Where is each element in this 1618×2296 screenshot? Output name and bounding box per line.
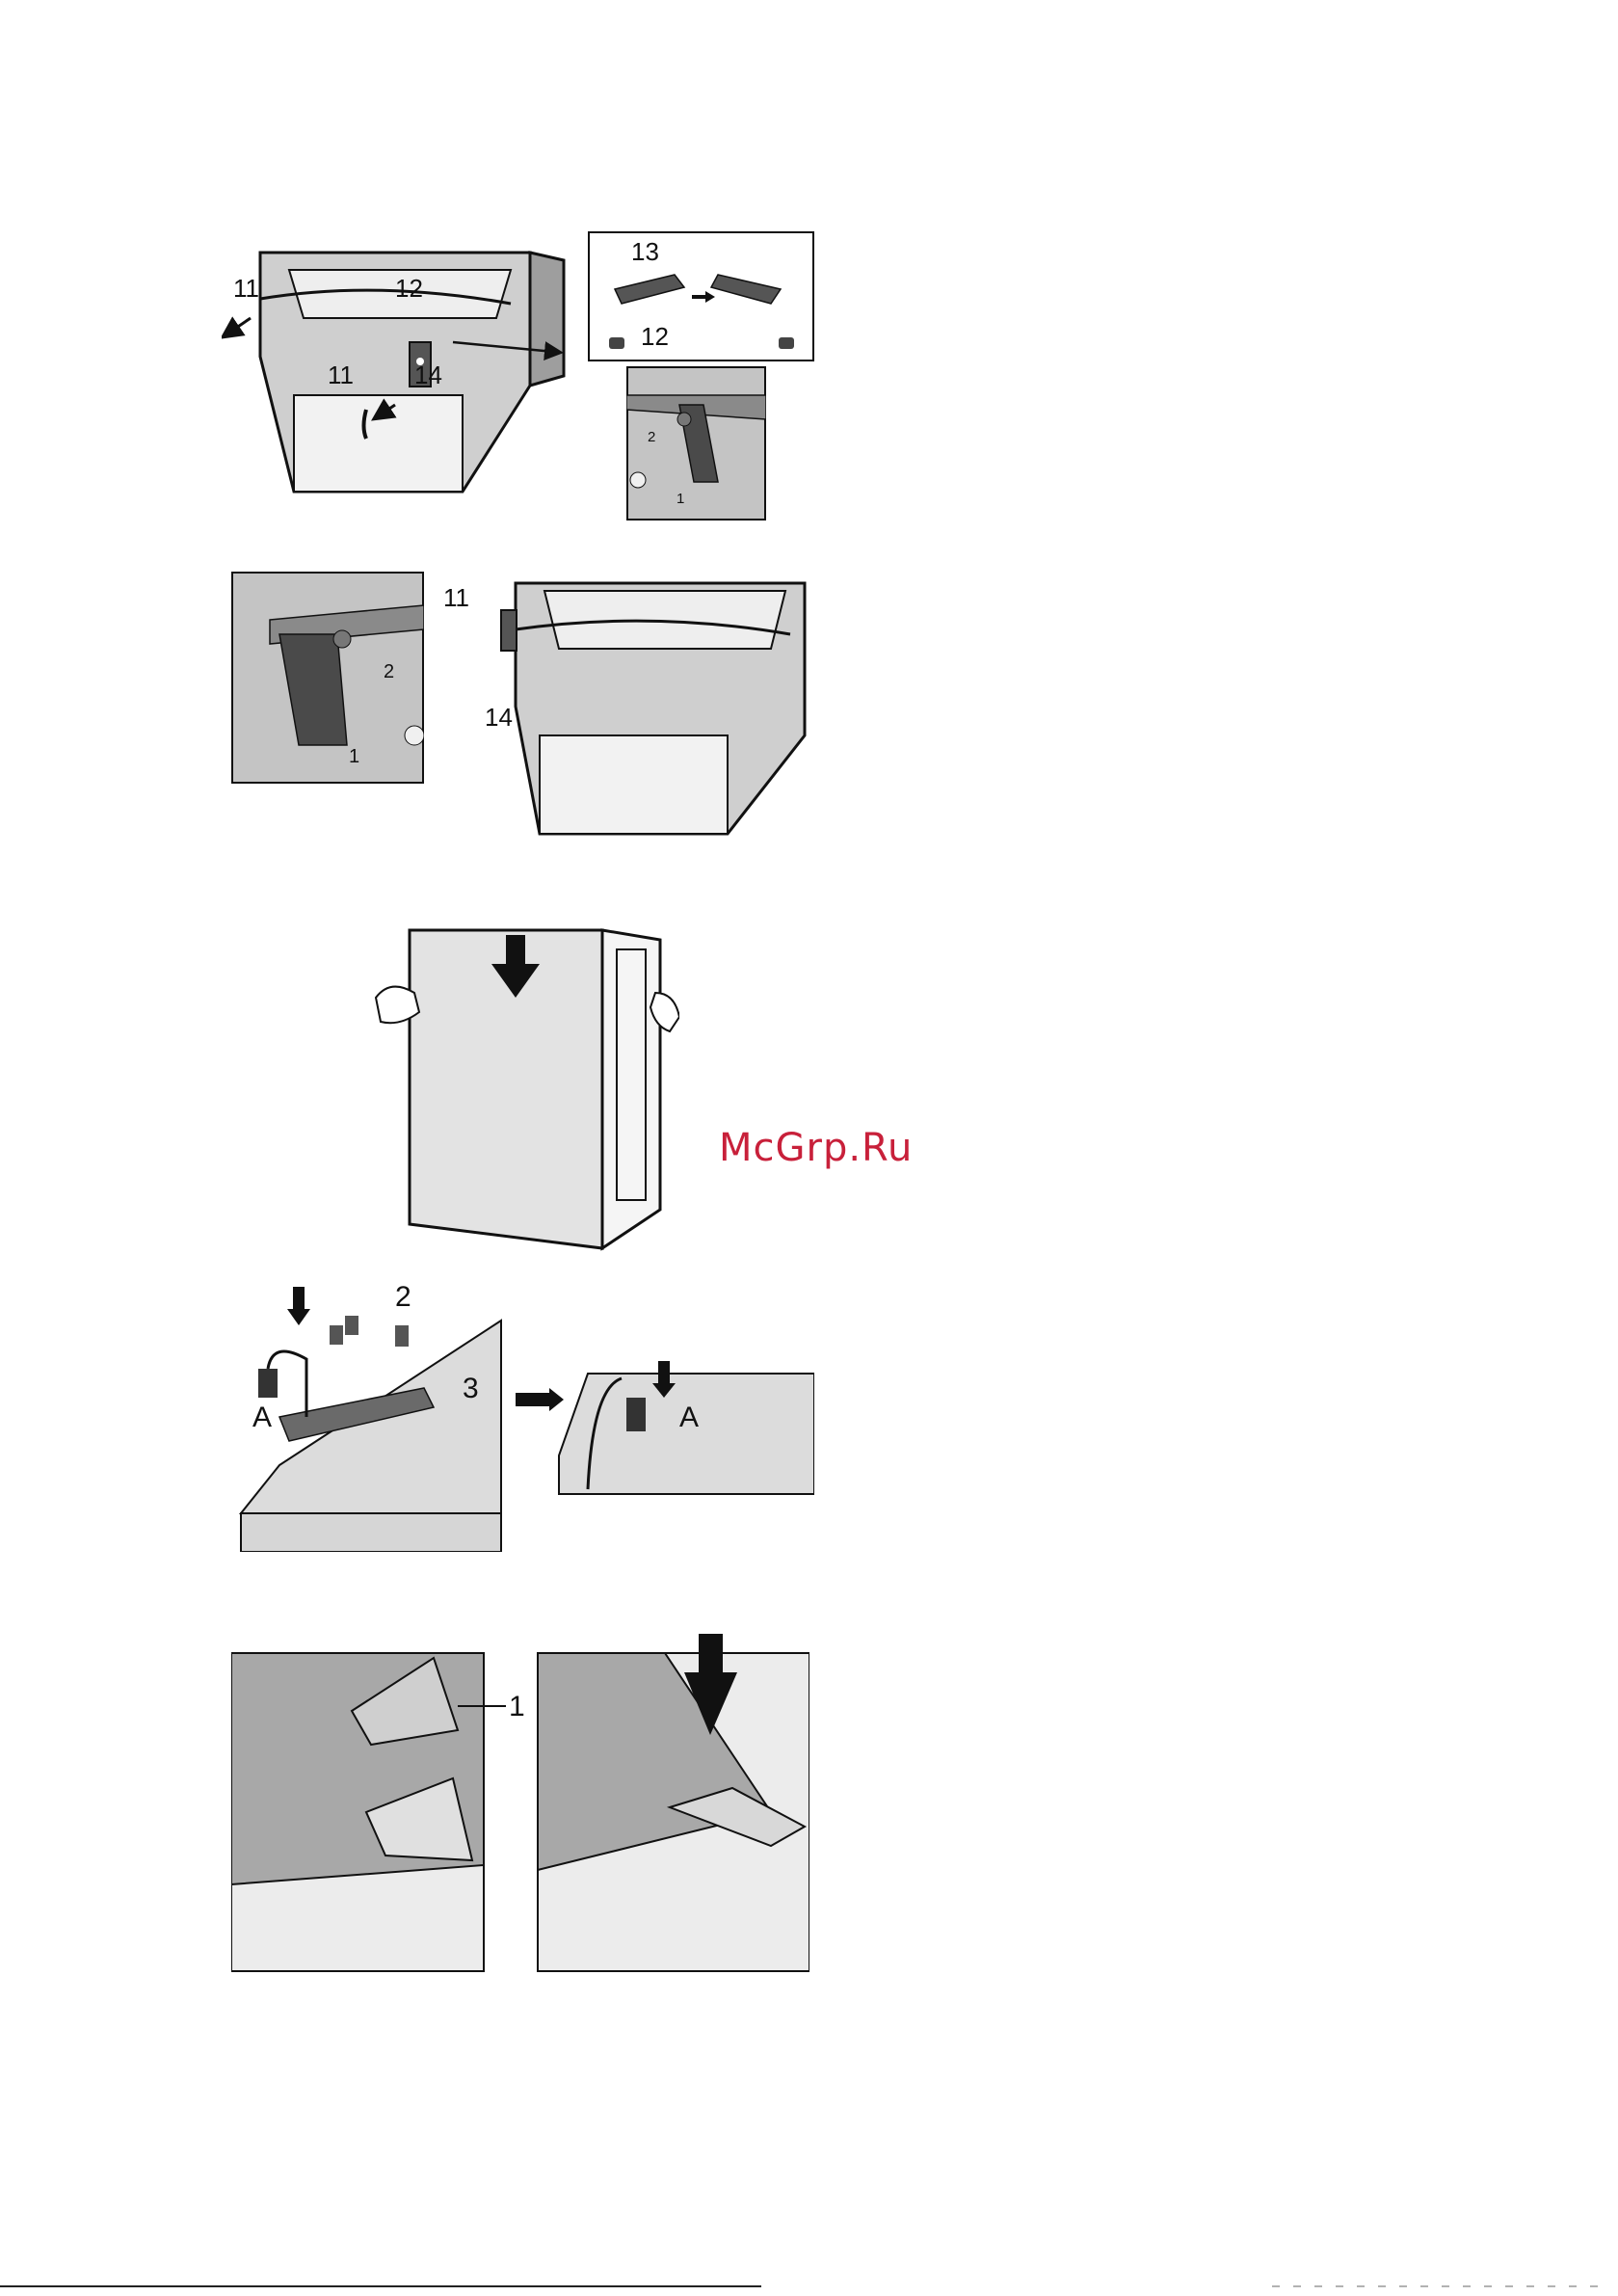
part-label-14-fig2: 14 [485, 703, 513, 732]
figure-hinge-refit: 11 14 [438, 572, 814, 841]
cable-label-A: A [252, 1402, 272, 1433]
part-label-12-detail: 12 [641, 322, 669, 351]
screw-label-2: 2 [648, 429, 655, 445]
part-label-11-lower: 11 [328, 360, 354, 389]
watermark: McGrp.Ru [719, 1126, 913, 1170]
part-label-11: 11 [233, 274, 259, 303]
screw-label-1: 1 [676, 491, 684, 507]
part-label-11-fig2: 11 [443, 583, 469, 612]
figure-lower-hinge-detail: A [516, 1349, 814, 1504]
part-label-14: 14 [414, 360, 442, 389]
cable-label-A-detail: A [679, 1402, 699, 1433]
page-bottom-ticks [1272, 2283, 1600, 2288]
part-label-12: 12 [395, 274, 423, 303]
figure-lower-hinge: 2 3 A [231, 1272, 511, 1552]
cover-label-1: 1 [509, 1691, 525, 1722]
screw-label-2-fig2: 2 [384, 661, 394, 682]
page-bottom-rule [0, 2285, 761, 2287]
part-label-13: 13 [631, 237, 659, 266]
figure-hinge-closeup-2: 2 1 [231, 572, 424, 784]
part-label-2-fig4: 2 [395, 1281, 411, 1313]
figure-hinge-swap-detail: 13 12 [588, 231, 814, 361]
screw-label-1-fig2: 1 [349, 746, 359, 767]
figure-hinge-cover: 1 [231, 1629, 809, 1976]
part-label-3-fig4: 3 [463, 1373, 479, 1404]
figure-door-fit [371, 921, 679, 1258]
figure-hinge-closeup-1: 2 1 [626, 366, 766, 521]
figure-hinge-removal: 11 12 11 14 [222, 241, 569, 511]
